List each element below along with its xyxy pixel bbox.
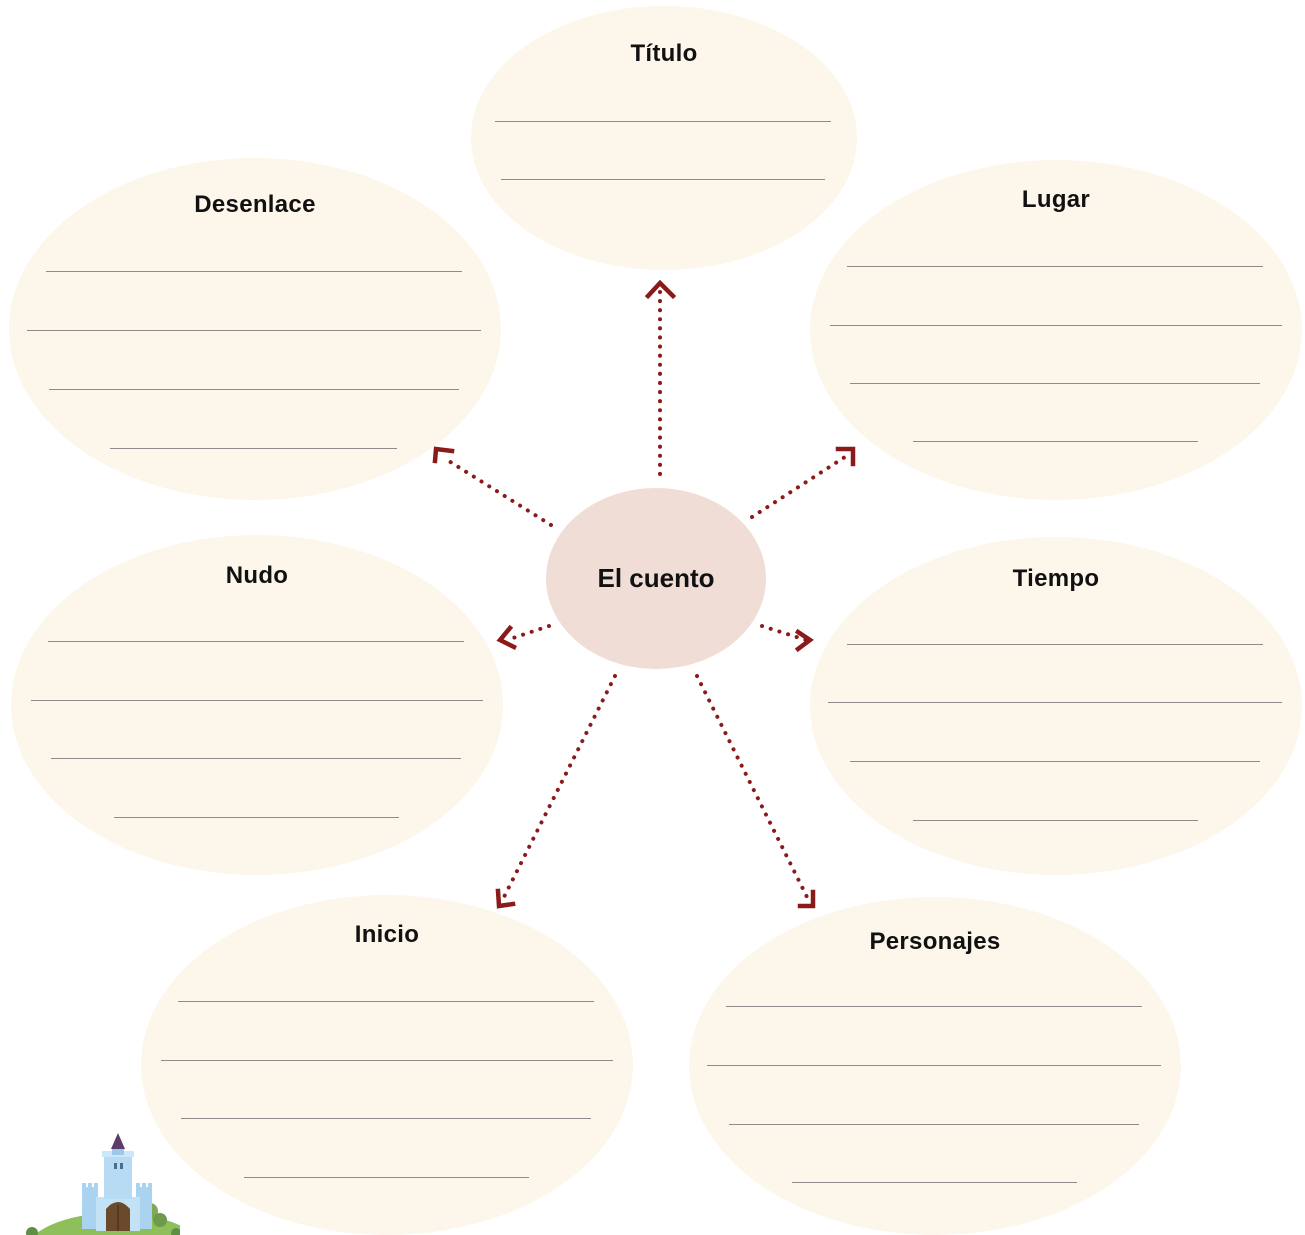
- node-tiempo: Tiempo: [810, 537, 1302, 875]
- node-titulo: Título: [471, 6, 857, 270]
- node-desenlace: Desenlace: [9, 158, 501, 500]
- writing-line[interactable]: [178, 1001, 594, 1002]
- writing-line[interactable]: [913, 820, 1198, 821]
- writing-line[interactable]: [114, 817, 399, 818]
- writing-line[interactable]: [49, 389, 459, 390]
- arrow-to-inicio: [501, 674, 617, 901]
- arrow-to-nudo: [508, 624, 551, 641]
- writing-line[interactable]: [110, 448, 397, 449]
- node-lugar-label: Lugar: [1021, 186, 1091, 213]
- center-node-label: El cuento: [597, 563, 715, 593]
- writing-line[interactable]: [830, 325, 1282, 326]
- writing-line[interactable]: [161, 1060, 613, 1061]
- center-node: El cuento: [546, 488, 766, 669]
- writing-line[interactable]: [51, 758, 461, 759]
- writing-line[interactable]: [847, 644, 1263, 645]
- node-titulo-label: Título: [630, 40, 698, 67]
- arrow-to-desenlace: [442, 456, 553, 527]
- writing-line[interactable]: [850, 383, 1260, 384]
- writing-line[interactable]: [850, 761, 1260, 762]
- writing-line[interactable]: [495, 121, 831, 122]
- arrow-to-tiempo: [760, 624, 808, 642]
- node-inicio: Inicio: [141, 895, 633, 1235]
- arrow-head-desenlace: [432, 446, 455, 464]
- node-inicio-label: Inicio: [354, 921, 420, 948]
- writing-line[interactable]: [913, 441, 1198, 442]
- arrow-head-inicio: [495, 888, 516, 909]
- writing-line[interactable]: [31, 700, 483, 701]
- arrow-to-lugar: [750, 453, 850, 519]
- node-personajes-label: Personajes: [869, 928, 1001, 955]
- writing-line[interactable]: [828, 702, 1282, 703]
- arrow-to-personajes: [695, 674, 810, 901]
- writing-line[interactable]: [729, 1124, 1139, 1125]
- node-nudo: Nudo: [11, 535, 503, 875]
- writing-line[interactable]: [244, 1177, 529, 1178]
- arrow-head-tiempo: [794, 628, 814, 653]
- castle-icon: [26, 1133, 180, 1235]
- arrow-head-nudo: [496, 624, 518, 651]
- writing-line[interactable]: [181, 1118, 591, 1119]
- writing-line[interactable]: [726, 1006, 1142, 1007]
- writing-line[interactable]: [792, 1182, 1077, 1183]
- writing-line[interactable]: [707, 1065, 1161, 1066]
- arrow-head-titulo: [644, 279, 677, 300]
- writing-line[interactable]: [501, 179, 825, 180]
- arrow-head-lugar: [835, 446, 856, 467]
- arrow-head-personajes: [797, 889, 816, 909]
- writing-line[interactable]: [48, 641, 464, 642]
- node-lugar: Lugar: [810, 160, 1302, 500]
- writing-line[interactable]: [27, 330, 481, 331]
- node-tiempo-label: Tiempo: [1012, 565, 1100, 592]
- node-personajes: Personajes: [689, 897, 1181, 1235]
- writing-line[interactable]: [46, 271, 462, 272]
- node-nudo-label: Nudo: [225, 562, 289, 589]
- writing-line[interactable]: [847, 266, 1263, 267]
- node-desenlace-label: Desenlace: [194, 191, 316, 218]
